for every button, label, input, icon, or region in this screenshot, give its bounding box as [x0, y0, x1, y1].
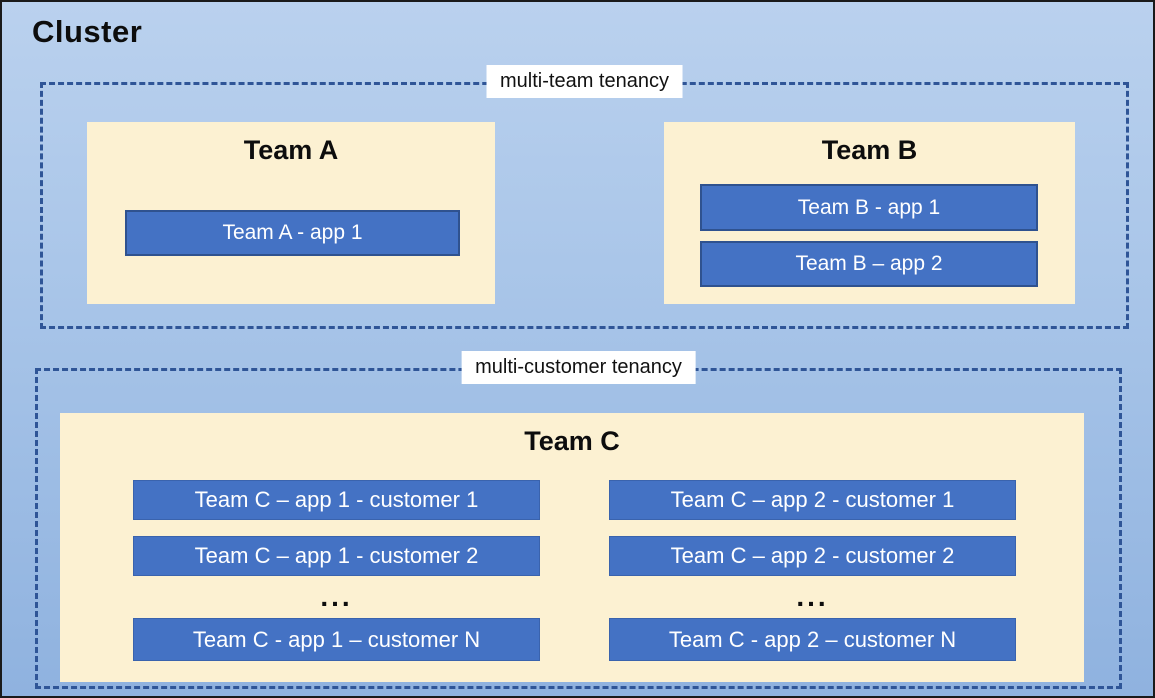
team-c-app1-customer-2-box: Team C – app 1 - customer 2: [133, 536, 540, 576]
multi-customer-tenancy-label: multi-customer tenancy: [461, 351, 696, 384]
team-c-title: Team C: [524, 426, 620, 456]
team-c-app-2-column: Team C – app 2 - customer 1 Team C – app…: [609, 480, 1016, 661]
team-c-app2-customer-2-box: Team C – app 2 - customer 2: [609, 536, 1016, 576]
team-b-app-1-box: Team B - app 1: [700, 184, 1038, 231]
team-b-title: Team B: [821, 135, 918, 165]
multi-customer-tenancy-box: multi-customer tenancy Team C Team C – a…: [35, 351, 1122, 689]
team-b-app-2-box: Team B – app 2: [700, 241, 1038, 287]
team-a-panel: Team A Team A - app 1: [87, 122, 495, 304]
multi-team-tenancy-label: multi-team tenancy: [486, 65, 683, 98]
team-c-app1-ellipsis: ...: [320, 581, 353, 613]
team-c-app-1-column: Team C – app 1 - customer 1 Team C – app…: [133, 480, 540, 661]
team-c-panel: Team C Team C – app 1 - customer 1 Team …: [60, 413, 1084, 682]
team-c-app2-customer-1-box: Team C – app 2 - customer 1: [609, 480, 1016, 520]
team-c-app1-customer-1-box: Team C – app 1 - customer 1: [133, 480, 540, 520]
team-c-app1-customer-n-box: Team C - app 1 – customer N: [133, 618, 540, 661]
team-a-title: Team A: [243, 135, 339, 165]
multi-team-tenancy-box: multi-team tenancy Team A Team A - app 1…: [40, 65, 1129, 329]
team-b-panel: Team B Team B - app 1 Team B – app 2: [664, 122, 1075, 304]
team-c-app2-ellipsis: ...: [796, 581, 829, 613]
cluster-title: Cluster: [32, 14, 143, 49]
team-a-app-1-box: Team A - app 1: [125, 210, 460, 256]
team-c-app2-customer-n-box: Team C - app 2 – customer N: [609, 618, 1016, 661]
